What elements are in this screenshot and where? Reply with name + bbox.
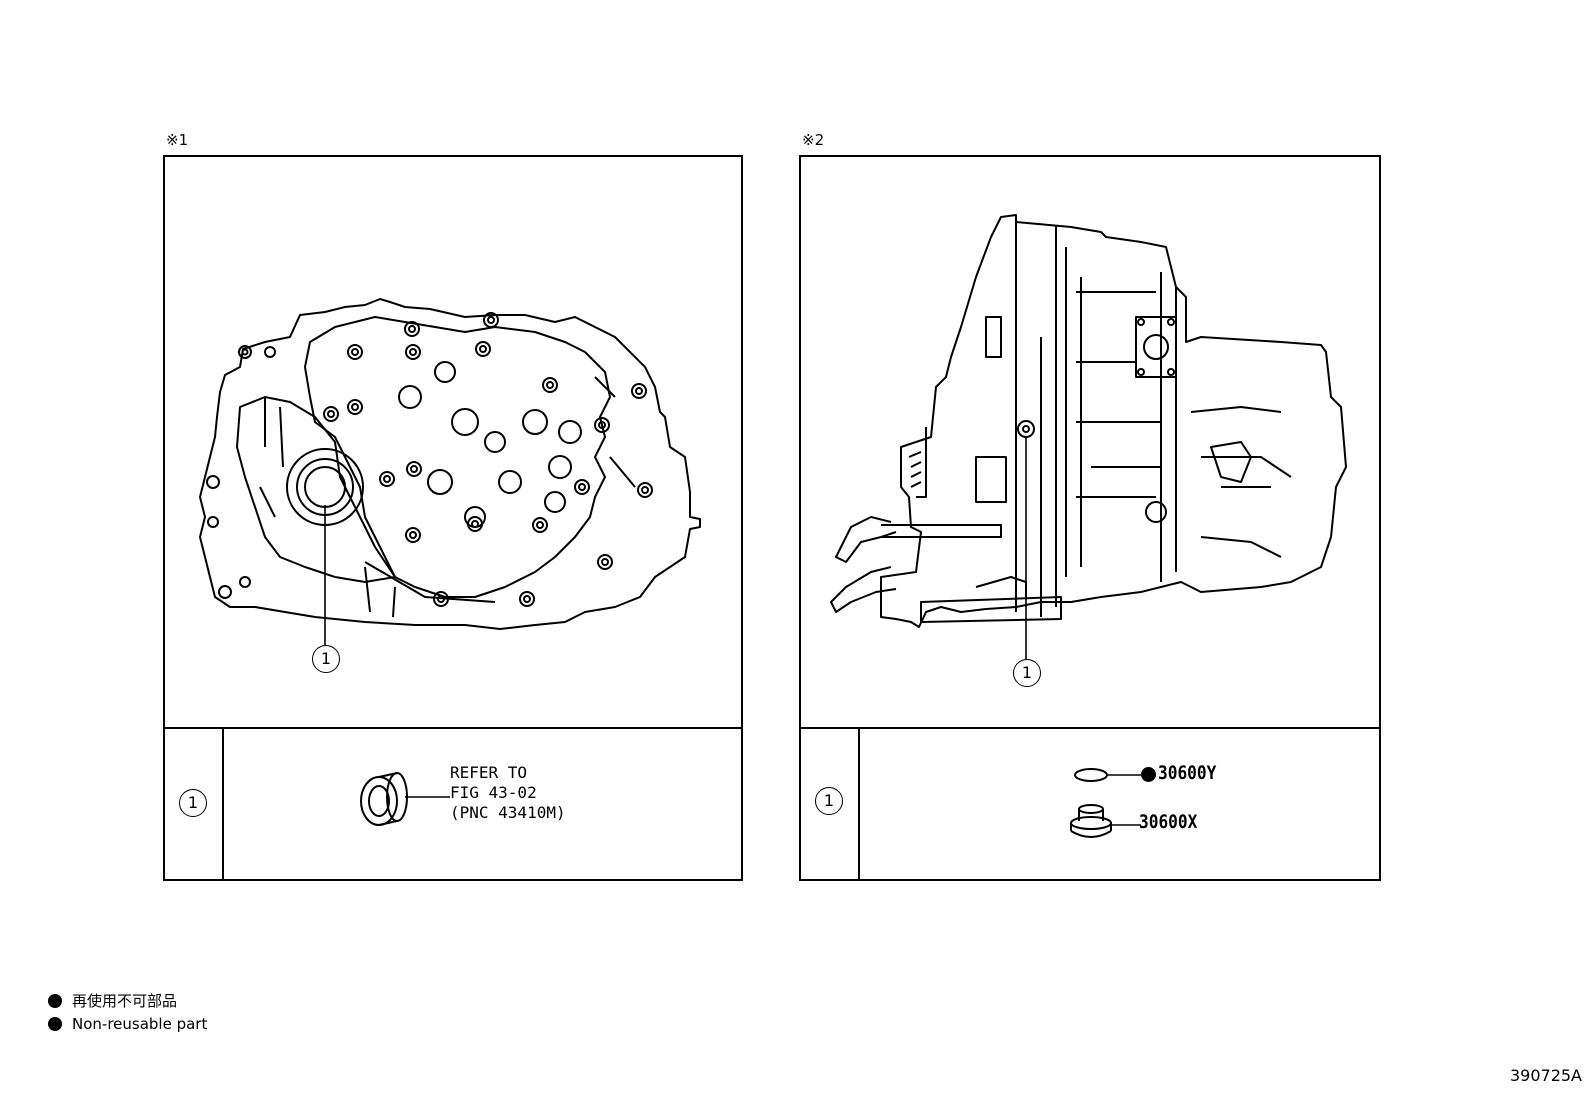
refer-to-callout: REFER TO FIG 43-02 (PNC 43410M) bbox=[450, 763, 566, 822]
footnote-japanese: 再使用不可部品 bbox=[48, 990, 177, 1011]
non-reusable-dot-icon bbox=[48, 994, 62, 1008]
panel-1-legend-index: 1 bbox=[165, 729, 224, 879]
legend-number-1: 1 bbox=[815, 787, 843, 815]
panel-2: 1 1 30600Y 30600X bbox=[799, 155, 1381, 881]
plug-icon bbox=[1070, 804, 1141, 838]
panel-1-label: ※1 bbox=[166, 131, 189, 149]
transaxle-side-drawing bbox=[830, 214, 1347, 659]
legend-number-1: 1 bbox=[179, 789, 207, 817]
callout-number-1: 1 bbox=[1013, 659, 1041, 687]
panel-1: 1 1 REFER TO FIG 43-02 (PNC 43410M) bbox=[163, 155, 743, 881]
panel-2-legend-row: 1 30600Y 30600X bbox=[801, 727, 1379, 879]
o-ring-icon bbox=[1074, 768, 1141, 782]
figure-id: 390725A bbox=[1509, 1066, 1582, 1085]
non-reusable-marker-icon bbox=[1141, 767, 1156, 782]
footnote-japanese-text: 再使用不可部品 bbox=[72, 992, 178, 1010]
non-reusable-dot-icon bbox=[48, 1017, 62, 1031]
panel-1-legend-row: 1 REFER TO FIG 43-02 (PNC 43410M) bbox=[165, 727, 741, 879]
part-number-30600X: 30600X bbox=[1139, 811, 1198, 833]
panel-2-legend-index: 1 bbox=[801, 729, 860, 879]
callout-leader bbox=[405, 796, 450, 798]
transaxle-front-drawing bbox=[199, 298, 701, 645]
footnote-english-text: Non-reusable part bbox=[72, 1015, 208, 1033]
callout-number-1: 1 bbox=[312, 645, 340, 673]
footnote-english: Non-reusable part bbox=[48, 1015, 207, 1033]
part-number-30600Y: 30600Y bbox=[1158, 762, 1217, 784]
panel-2-label: ※2 bbox=[802, 131, 825, 149]
